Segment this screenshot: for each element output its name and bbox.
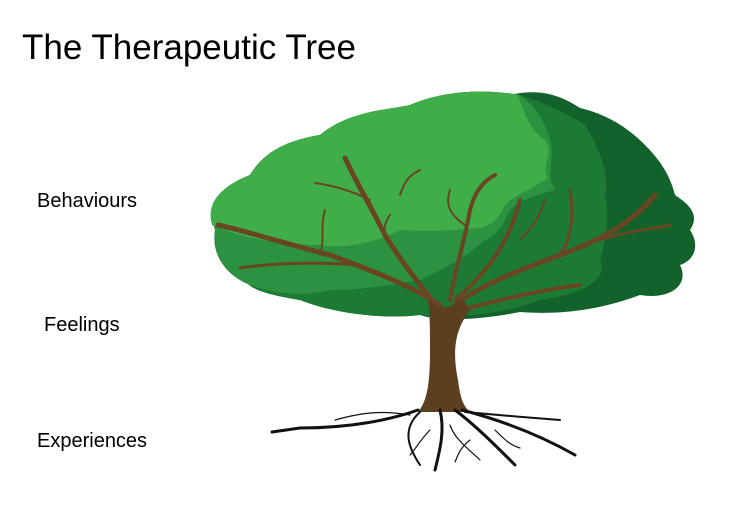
canopy-light [210,91,549,247]
branches [215,155,672,313]
label-experiences: Experiences [37,430,148,452]
label-feelings: Feelings [44,314,120,336]
canopy [210,91,696,320]
roots [270,408,577,472]
label-behaviours: Behaviours [37,190,138,212]
trunk [418,298,470,412]
page-title: The Therapeutic Tree [22,28,356,67]
